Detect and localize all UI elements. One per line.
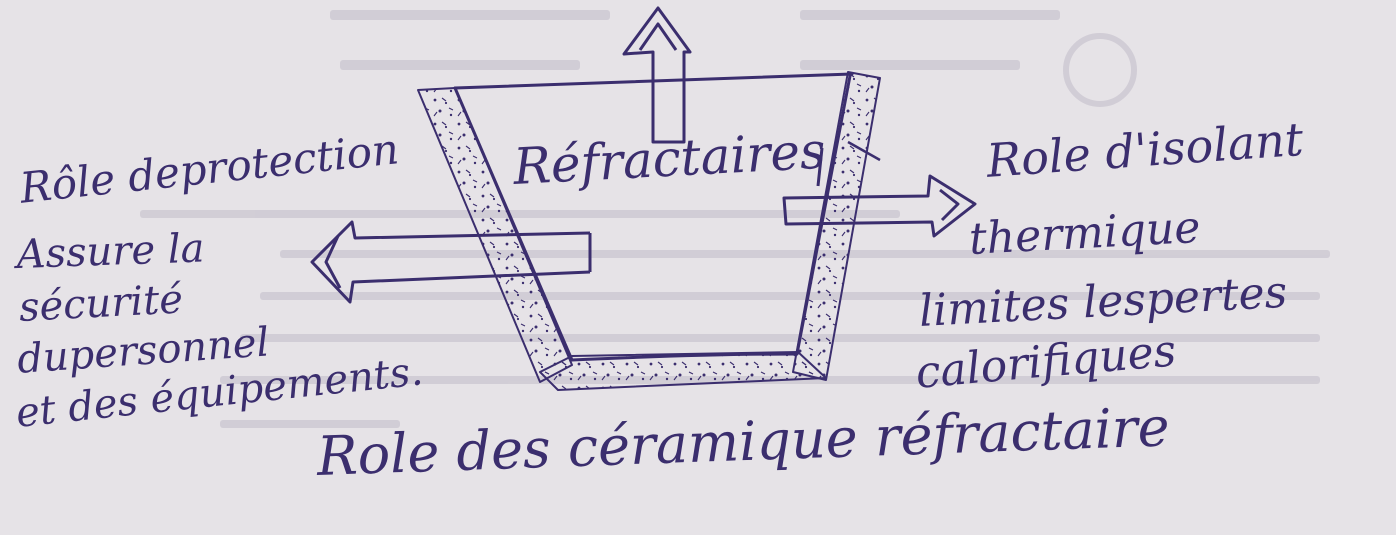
center-label: Réfractaires xyxy=(511,121,827,196)
label-bracket xyxy=(816,147,824,187)
left-description-line: Assure la xyxy=(15,225,206,278)
pointer-stroke xyxy=(847,140,881,162)
vessel-bottom-lining xyxy=(539,351,827,391)
right-description-line: thermique xyxy=(967,201,1202,265)
arrow-left xyxy=(310,220,592,304)
arrow-right xyxy=(782,174,977,238)
vessel-inner-left-wall xyxy=(453,86,574,362)
vessel-inner-right-wall xyxy=(795,74,852,356)
vessel-inner-bottom xyxy=(570,352,799,362)
left-description-line: sécurité xyxy=(17,276,185,331)
vessel-right-lining xyxy=(792,71,881,381)
vessel-rim xyxy=(453,72,854,90)
arrow-up xyxy=(622,6,692,144)
vessel xyxy=(417,71,881,391)
